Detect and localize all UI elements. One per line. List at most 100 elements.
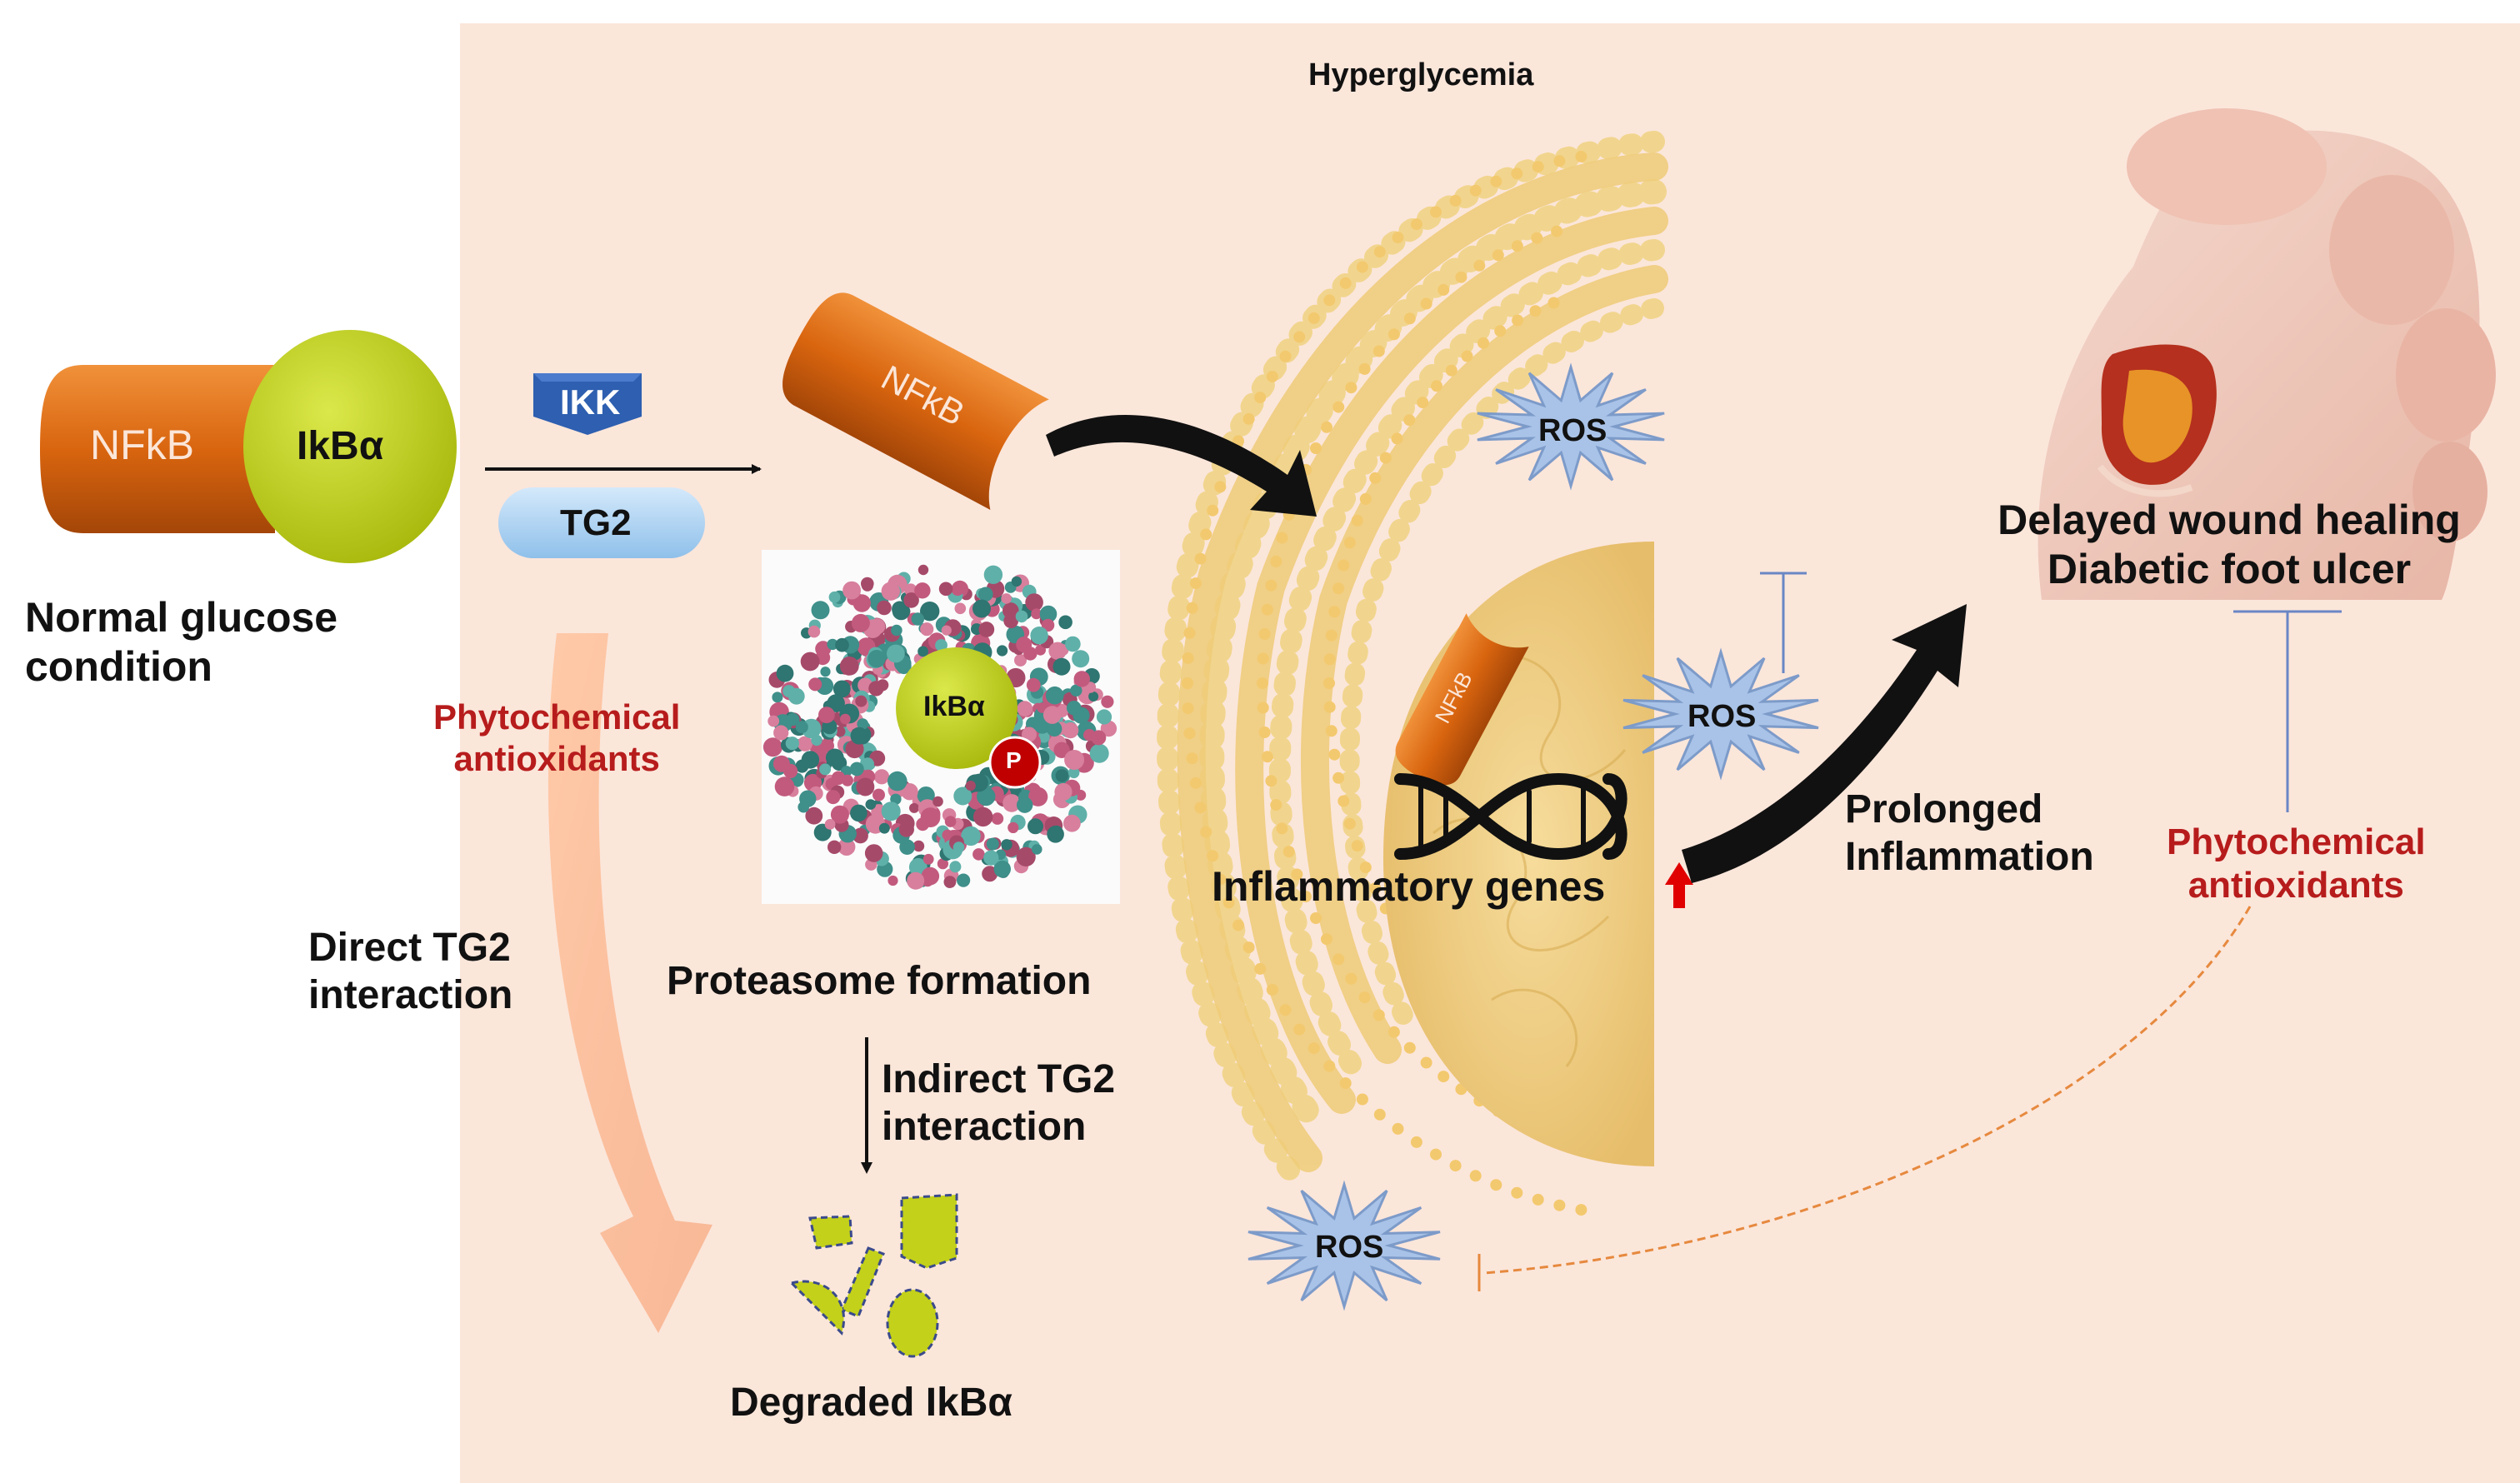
proteasome-bead — [1070, 684, 1082, 697]
tg2-label: TG2 — [560, 502, 632, 543]
proteasome-bead — [935, 639, 948, 652]
ribosome-dot — [1351, 840, 1363, 852]
ribosome-dot — [1325, 629, 1338, 642]
proteasome-bead — [1101, 695, 1114, 708]
proteasome-bead — [888, 875, 898, 886]
ribosome-dot — [1403, 1041, 1416, 1054]
proteasome-bead — [830, 805, 849, 824]
proteasome-bead — [951, 582, 964, 597]
proteasome-bead — [909, 802, 919, 813]
ribosome-dot — [1358, 362, 1371, 375]
proteasome-bead — [972, 599, 991, 618]
ribosome-dot — [1214, 873, 1227, 886]
proteasome-bead — [1058, 615, 1072, 630]
ribosome-dot — [1553, 1199, 1566, 1211]
ribosome-dot — [1438, 283, 1450, 296]
proteasome-bead — [1068, 766, 1080, 779]
proteasome-bead — [1032, 844, 1042, 855]
proteasome-bead — [868, 650, 886, 668]
proteasome-bead — [827, 694, 845, 712]
ribosome-dot — [1186, 602, 1198, 614]
proteasome-bead — [1050, 825, 1063, 839]
proteasome-bead — [852, 827, 868, 844]
proteasome-bead — [937, 858, 948, 870]
ribosome-dot — [1321, 421, 1332, 433]
ribosome-dot — [1575, 150, 1588, 162]
proteasome-bead — [826, 790, 841, 805]
ribosome-dot — [1189, 577, 1202, 590]
hyperglycemia-title: Hyperglycemia — [1308, 57, 1534, 92]
proteasome-bead — [920, 807, 941, 827]
proteasome-bead — [978, 587, 993, 602]
ribosome-dot — [1254, 392, 1267, 404]
ros-mid-label: ROS — [1688, 699, 1757, 734]
ribosome-dot — [1575, 1204, 1588, 1216]
ribosome-dot — [1242, 941, 1255, 954]
proteasome-image — [762, 550, 1120, 904]
proteasome-bead — [839, 657, 859, 676]
proteasome-bead — [868, 618, 886, 635]
ikk-kinase — [533, 373, 642, 435]
proteasome-bead — [921, 866, 940, 886]
ribosome-dot — [1293, 331, 1306, 343]
ribosome-dot — [1551, 225, 1563, 237]
ribosome-dot — [1261, 603, 1273, 616]
ribosome-dot — [1392, 1122, 1404, 1135]
proteasome-bead — [1017, 796, 1033, 813]
proteasome-bead — [772, 692, 783, 703]
ribosome-dot — [1261, 751, 1273, 763]
proteasome-bead — [978, 622, 995, 637]
proteasome-bead — [888, 771, 908, 791]
ikk-label: IKK — [560, 382, 621, 422]
ribosome-dot — [1183, 727, 1196, 740]
ribosome-dot — [1455, 271, 1468, 283]
proteasome-bead — [772, 755, 790, 772]
ribosome-dot — [1328, 606, 1341, 618]
ribosome-dot — [1332, 401, 1345, 413]
proteasome-bead — [1039, 605, 1058, 623]
proteasome-bead — [920, 622, 934, 637]
tg2-enzyme — [498, 487, 705, 558]
ribosome-dot — [1372, 1009, 1385, 1021]
ribosome-dot — [1369, 472, 1382, 484]
ribosome-dot — [1358, 991, 1371, 1004]
proteasome-bead — [1038, 731, 1050, 743]
degraded-ikba-label: Degraded IkBα — [730, 1381, 1012, 1425]
ribosome-dot — [1339, 1077, 1352, 1090]
ribosome-dot — [1257, 652, 1269, 665]
proteasome-bead — [1028, 818, 1043, 835]
free-nfkb — [782, 292, 1049, 510]
proteasome-bead — [1054, 782, 1072, 801]
indirect-tg2-label: Indirect TG2 interaction — [882, 1057, 1116, 1149]
proteasome-bead — [872, 788, 885, 801]
proteasome-bead — [788, 687, 805, 705]
normal-glucose-label: Normal glucose condition — [25, 594, 338, 690]
proteasome-bead — [1055, 769, 1069, 782]
proteasome-bead — [878, 822, 890, 834]
ribosome-dot — [1323, 1060, 1336, 1072]
proteasome-bead — [798, 801, 809, 813]
ribosome-dot — [1214, 481, 1227, 493]
proteasome-bead — [961, 826, 981, 846]
proteasome-bead — [1088, 692, 1099, 702]
proteasome-bead — [864, 844, 883, 862]
proteasome-bead — [944, 816, 957, 827]
proteasome-bead — [832, 680, 851, 698]
proteasome-bead — [1063, 814, 1081, 832]
proteasome-bead — [808, 677, 822, 692]
ribosome-dot — [1492, 249, 1504, 262]
proteasome-bead — [842, 581, 861, 600]
proteasome-bead — [952, 841, 965, 853]
ribosome-dot — [1182, 702, 1194, 715]
proteasome-bead — [852, 594, 871, 612]
ribosome-dot — [1351, 514, 1363, 527]
ribosome-dot — [1379, 452, 1392, 464]
proteasome-bead — [825, 748, 844, 767]
proteasome-bead — [1089, 743, 1109, 763]
proteasome-bead — [1014, 654, 1027, 667]
ribosome-dot — [1511, 1186, 1523, 1199]
proteasome-bead — [1096, 709, 1112, 725]
ribosome-dot — [1321, 933, 1332, 946]
proteasome-bead — [983, 850, 999, 866]
